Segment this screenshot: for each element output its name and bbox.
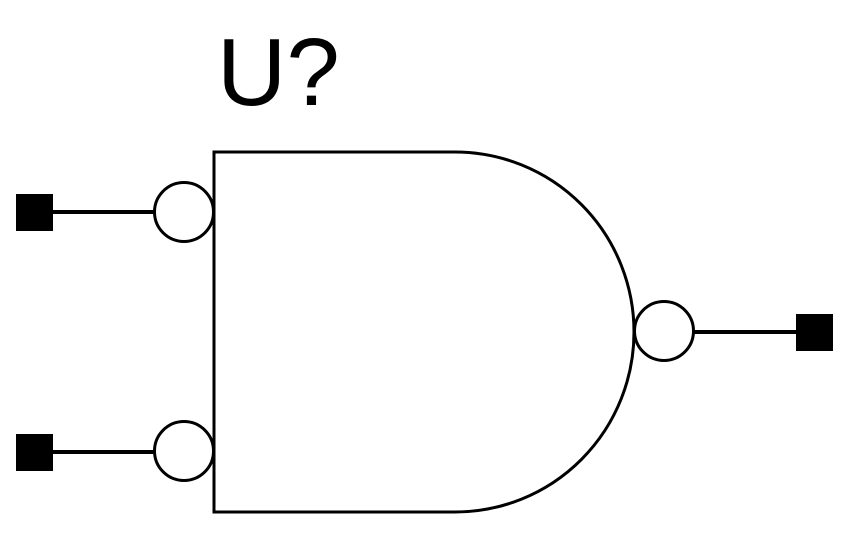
output-inversion-bubble xyxy=(633,300,695,362)
input-2-inversion-bubble xyxy=(153,420,215,482)
gate-body xyxy=(212,150,636,514)
component-designator: U? xyxy=(217,19,340,126)
output-pin[interactable] xyxy=(796,314,833,351)
input-2-pin[interactable] xyxy=(16,434,53,471)
input-1-inversion-bubble xyxy=(153,181,215,243)
input-1-pin[interactable] xyxy=(16,194,53,231)
